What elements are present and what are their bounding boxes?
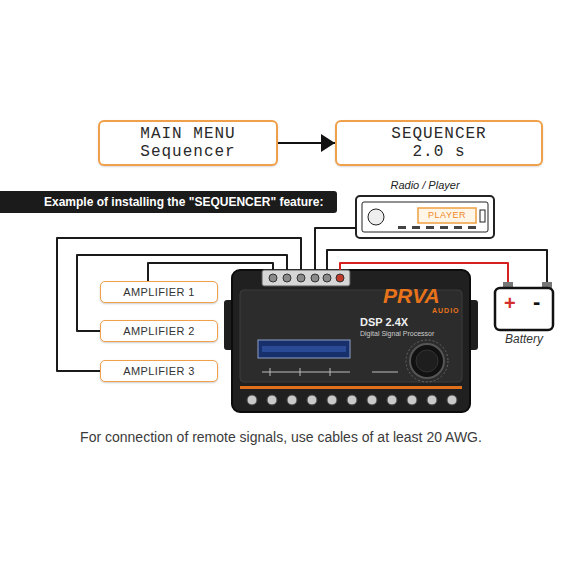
caption: For connection of remote signals, use ca… <box>0 428 562 446</box>
lcd-screen: SEQUENCER2.0 s <box>335 120 543 166</box>
terminal-screw <box>283 274 291 282</box>
connector <box>278 134 335 152</box>
wire <box>327 250 547 282</box>
connector <box>340 263 508 282</box>
wire <box>148 263 273 281</box>
knob-cap <box>416 350 438 372</box>
radio-button <box>412 226 420 229</box>
menu-line: MAIN MENU <box>140 125 235 143</box>
connector <box>327 250 547 282</box>
device-label: Radio / Player <box>356 179 494 192</box>
battery-body <box>495 288 553 330</box>
terminal-screw <box>336 274 344 282</box>
brand-logo: PRVA <box>383 284 440 308</box>
lcd-screen: MAIN MENUSequencer <box>98 120 278 166</box>
radio-body <box>356 196 494 238</box>
model-desc: Digital Signal Processor <box>360 329 434 338</box>
brand-sub: AUDIO <box>432 307 460 315</box>
radio-player: Radio / PlayerPLAYER <box>356 178 494 240</box>
terminal-screw <box>269 274 277 282</box>
rca-jack <box>307 395 317 405</box>
panel-marking <box>262 368 398 376</box>
rca-jack <box>387 395 397 405</box>
radio-face <box>362 202 488 232</box>
amplifier-box: AMPLIFIER 2 <box>100 320 218 342</box>
amplifier-label: AMPLIFIER 1 <box>123 286 195 299</box>
polarity-minus: - <box>533 291 540 313</box>
terminal-block <box>262 270 350 286</box>
rca-jack <box>347 395 357 405</box>
radio-display <box>418 208 476 223</box>
section-banner: Example of installing the "SEQUENCER" fe… <box>0 191 337 213</box>
radio-button <box>454 226 462 229</box>
terminal-screw <box>311 274 319 282</box>
radio-button <box>440 226 448 229</box>
connector <box>57 238 301 371</box>
arrowhead <box>321 134 335 152</box>
amplifier-label: AMPLIFIER 3 <box>123 365 195 378</box>
rca-jack <box>367 395 377 405</box>
radio-button <box>426 226 434 229</box>
amplifier-box: AMPLIFIER 3 <box>100 360 218 382</box>
rca-jack <box>247 395 257 405</box>
dsp-processor: PRVAAUDIO DSP 2.4XDigital Signal Processo… <box>232 270 470 412</box>
display-text: PLAYER <box>418 210 476 221</box>
amplifier-label: AMPLIFIER 2 <box>123 325 195 338</box>
radio-button <box>398 226 406 229</box>
rca-jack <box>407 395 417 405</box>
menu-line: 2.0 s <box>412 143 465 161</box>
model-name: DSP 2.4X <box>360 316 408 329</box>
rca-jack <box>287 395 297 405</box>
rca-jack <box>327 395 337 405</box>
terminal-screw <box>323 274 331 282</box>
menu-line: Sequencer <box>140 143 235 161</box>
dsp-unit <box>224 270 478 412</box>
lcd-display <box>258 340 350 358</box>
control-knob <box>410 344 444 378</box>
volume-knob <box>368 209 384 225</box>
amplifier-box: AMPLIFIER 1 <box>100 281 218 303</box>
banner-text: Example of installing the "SEQUENCER" fe… <box>44 195 323 209</box>
device-label: Battery <box>493 332 555 346</box>
battery: +- Battery <box>493 282 555 348</box>
wire <box>340 263 508 282</box>
menu-line: SEQUENCER <box>391 125 486 143</box>
wire <box>57 238 301 371</box>
radio-unit <box>356 196 494 238</box>
knob-ring <box>406 340 448 382</box>
battery-unit <box>495 282 553 330</box>
rca-jack <box>427 395 437 405</box>
radio-button <box>468 226 476 229</box>
lcd-segment <box>262 346 346 352</box>
accent-strip <box>240 386 462 389</box>
terminal-screw <box>297 274 305 282</box>
connector <box>148 263 273 281</box>
rca-jack <box>447 395 457 405</box>
card-slot <box>480 210 485 222</box>
rca-jack <box>267 395 277 405</box>
dsp-housing <box>232 270 470 412</box>
polarity-plus: + <box>504 292 516 314</box>
